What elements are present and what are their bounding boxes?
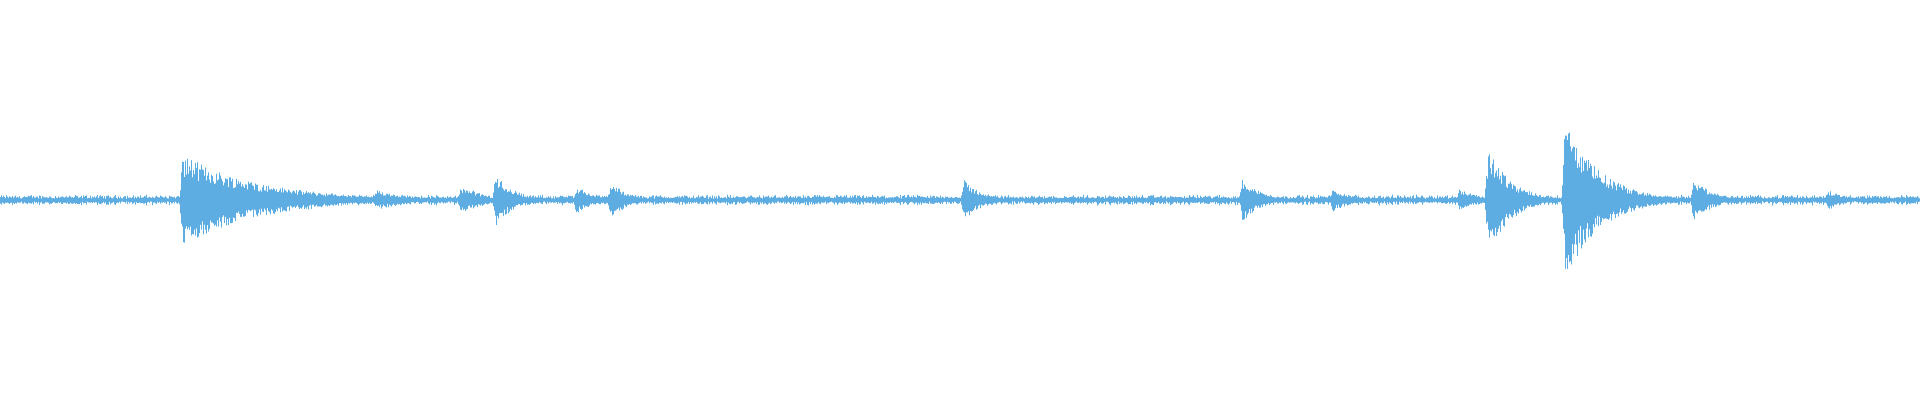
waveform-trace	[0, 132, 1920, 269]
